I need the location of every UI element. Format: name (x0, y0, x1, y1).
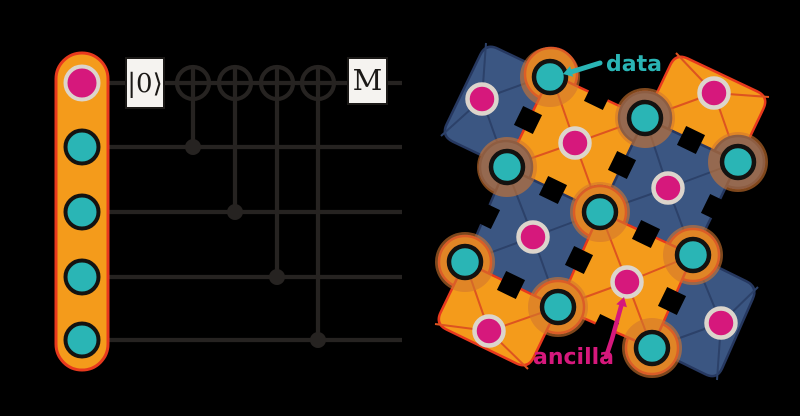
data-arrow-head (563, 66, 574, 77)
data-qubit (488, 148, 526, 186)
ancilla-qubit (697, 76, 731, 110)
prep-box-rect (125, 57, 165, 109)
measure-box-rect (347, 57, 388, 105)
cnot-target-icon (216, 64, 254, 102)
lattice-gap-notch (657, 286, 687, 316)
ancilla-qubits (465, 76, 738, 348)
ket0-label: |0⟩ (127, 69, 162, 99)
cnot-target-icon (258, 64, 296, 102)
data-qubit (581, 193, 619, 231)
measure-label: M (353, 63, 383, 97)
ancilla-qubit (472, 314, 506, 348)
ancilla-qubit (651, 171, 685, 205)
cnot-control-dot (185, 139, 201, 155)
register-data-qubit (63, 193, 101, 231)
annotation-arrows (563, 60, 627, 360)
ancilla-qubit (704, 306, 738, 340)
ancilla-arrow-head (616, 297, 627, 308)
ancilla-qubit (516, 220, 550, 254)
lattice-gap-notch (513, 105, 543, 135)
lattice-gap-notch (583, 81, 613, 111)
data-qubit (531, 58, 569, 96)
circuit-wires (100, 80, 402, 343)
cnot-target-icon (299, 64, 337, 102)
lattice-gap-notch (700, 193, 730, 223)
ancilla-qubit (610, 265, 644, 299)
register-data-qubit (63, 321, 101, 359)
lattice-gap-notch (471, 200, 501, 230)
lattice-gap-notch (496, 270, 526, 300)
data-arrow-line (568, 60, 603, 75)
data-qubit (446, 243, 484, 281)
qubit-register-pill (54, 51, 110, 372)
data-qubit (539, 288, 577, 326)
ancilla-qubit (558, 126, 592, 160)
register-data-qubit (63, 258, 101, 296)
lattice-gap-notch (538, 175, 568, 205)
data-qubit (674, 236, 712, 274)
lattice-gap-notch (564, 245, 594, 275)
ancilla-qubit (465, 82, 499, 116)
data-qubit (633, 329, 671, 367)
data-label: data (606, 52, 662, 77)
data-qubit (719, 143, 757, 181)
lattice-gap-notch (676, 125, 706, 155)
register-data-qubit (63, 128, 101, 166)
cnot-control-dot (269, 269, 285, 285)
lattice-notches (471, 81, 730, 343)
measurement-box: M (347, 57, 388, 105)
cnot-control-dot (227, 204, 243, 220)
cnot-gates (174, 64, 337, 348)
cnot-control-dot (310, 332, 326, 348)
lattice-gap-notch (607, 150, 637, 180)
data-qubits (446, 58, 757, 367)
ancilla-label: ancilla (533, 345, 614, 370)
lattice-gap-notch (631, 219, 661, 249)
data-qubit (626, 99, 664, 137)
cnot-target-icon (174, 64, 212, 102)
ancilla-arrow-line (603, 300, 625, 360)
register-ancilla-qubit (63, 64, 101, 102)
state-prep-box: |0⟩ (125, 57, 165, 109)
